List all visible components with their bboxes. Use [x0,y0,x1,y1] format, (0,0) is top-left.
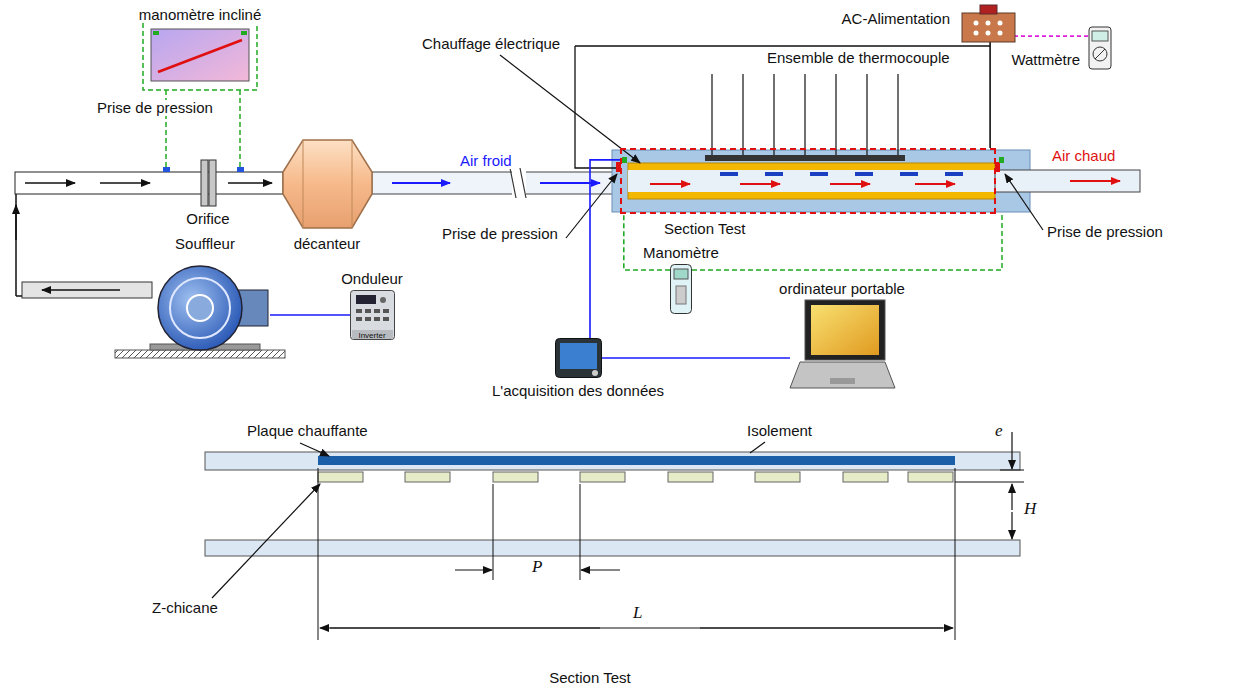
node-label: Wattmètre [1009,52,1082,68]
dimension-label: e [993,422,1005,440]
part-label: Prise de pression [440,226,560,242]
part-label: Air chaud [1050,148,1117,164]
wattmeter-icon [1088,26,1112,70]
part-label: Ensemble de thermocouple [765,50,952,66]
connector-wire [989,42,991,148]
device-caption: Inverter [358,331,385,340]
part-label: Prise de pression [95,100,215,116]
node-label: décanteur [292,236,363,252]
part-label: Z-chicane [150,600,220,616]
node-label: manomètre incliné [137,7,264,23]
data-logger-icon [555,338,602,378]
wattmeter: Wattmètre [1088,26,1112,70]
data-logger: L'acquisition des données [555,338,602,378]
test-section: Section Test [620,148,996,214]
node-label: ordinateur portable [777,281,907,297]
part-label: Prise de pression [1045,224,1165,240]
node-label: L'acquisition des données [490,383,666,399]
laptop: ordinateur portable [790,300,895,388]
ac-power-supply-icon [962,5,1015,42]
manometer: Manomètre [670,264,692,314]
part-label: Isolement [745,423,814,439]
node-label: Onduleur [339,271,405,287]
settling-chamber-icon [283,138,372,230]
inclined-manometer: manomètre incliné [150,28,250,82]
part-label: Chauffage électrique [420,36,562,52]
connector-wire [270,314,350,316]
node-label: Section Test [662,221,747,237]
inverter: OnduleurInverter [350,290,395,340]
part-label: Orifice [184,211,231,227]
node-label: Manomètre [641,245,721,261]
part-label: Section Test [547,670,632,686]
inclined-manometer-icon [150,28,250,82]
dimension-label: L [631,604,644,622]
manometer-icon [670,264,692,314]
node-label: Souffleur [173,236,237,252]
connector-wire [602,357,790,359]
connector-wire [1015,35,1088,37]
blower-icon [140,258,270,350]
dimension-label: H [1022,500,1038,518]
part-label: Air froid [458,153,514,169]
settling-chamber: décanteur [283,138,372,230]
dimension-label: P [530,558,544,576]
laptop-icon [790,300,895,388]
node-label: AC-Alimentation [840,11,952,27]
connector-wire [590,160,620,338]
part-label: Plaque chauffante [245,423,370,439]
ac-power-supply: AC-Alimentation [962,5,1015,42]
blower: Souffleur [140,258,270,350]
